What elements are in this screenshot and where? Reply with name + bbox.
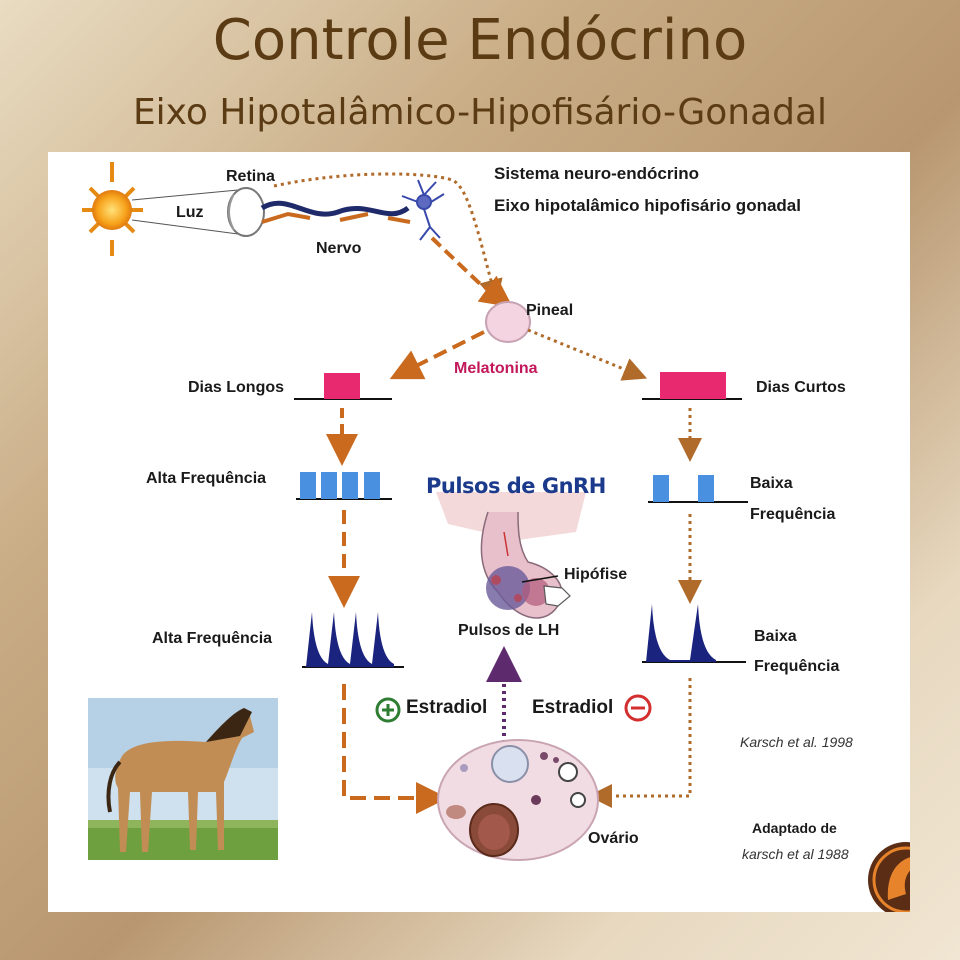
short-days-melatonin-profile <box>642 372 742 400</box>
baixa-frequencia-lh-label-2: Frequência <box>754 658 840 675</box>
brand-logo-icon <box>868 842 944 918</box>
page-subtitle: Eixo Hipotalâmico-Hipofisário-Gonadal <box>132 92 828 133</box>
negative-feedback-icon <box>624 694 652 722</box>
dias-curtos-label: Dias Curtos <box>756 379 846 396</box>
positive-feedback-icon <box>375 697 401 723</box>
diagram-graphics <box>82 162 944 918</box>
gnrh-low-frequency-pulses <box>648 475 748 503</box>
nerve-path <box>260 200 410 217</box>
pulsos-gnrh-label: Pulsos de GnRH <box>426 474 606 498</box>
ovary-icon <box>437 739 599 861</box>
alta-frequencia-lh-label: Alta Frequência <box>152 630 273 647</box>
neuron-icon <box>401 179 445 241</box>
adapted-from-label: Adaptado de <box>752 820 837 836</box>
baixa-frequencia-gnrh-label-1: Baixa <box>750 475 793 492</box>
alta-frequencia-gnrh-label: Alta Frequência <box>146 470 267 487</box>
hipofise-label: Hipófise <box>564 566 628 583</box>
gnrh-high-frequency-pulses <box>296 472 392 500</box>
page-title: Controle Endócrino <box>212 8 748 73</box>
diagram-panel: Sistema neuro-endócrino Eixo hipotalâmic… <box>48 152 944 918</box>
adapted-citation-label: karsch et al 1988 <box>742 846 849 862</box>
system-title-line-1: Sistema neuro-endócrino <box>494 164 699 183</box>
sun-icon <box>82 162 143 256</box>
luz-label: Luz <box>176 204 204 221</box>
lh-low-frequency-pulses <box>642 604 746 663</box>
baixa-frequencia-gnrh-label-2: Frequência <box>750 506 836 523</box>
estradiol-negative-label: Estradiol <box>532 697 614 718</box>
melatonina-label: Melatonina <box>454 360 538 377</box>
nervo-label: Nervo <box>316 240 362 257</box>
citation-karsch-1998: Karsch et al. 1998 <box>740 734 853 750</box>
lh-high-frequency-pulses <box>302 612 404 668</box>
eye-icon <box>227 187 265 237</box>
ovario-label: Ovário <box>588 830 639 847</box>
long-days-melatonin-profile <box>294 373 392 400</box>
pituitary-icon <box>436 492 586 619</box>
estradiol-positive-label: Estradiol <box>406 697 488 718</box>
retina-label: Retina <box>226 168 275 185</box>
pineal-gland-icon <box>485 301 531 343</box>
system-title-line-2: Eixo hipotalâmico hipofisário gonadal <box>494 196 801 215</box>
dias-longos-label: Dias Longos <box>188 379 285 396</box>
pineal-label: Pineal <box>526 302 574 319</box>
pulsos-lh-label: Pulsos de LH <box>458 622 560 639</box>
baixa-frequencia-lh-label-1: Baixa <box>754 628 797 645</box>
horse-photo <box>88 698 278 860</box>
